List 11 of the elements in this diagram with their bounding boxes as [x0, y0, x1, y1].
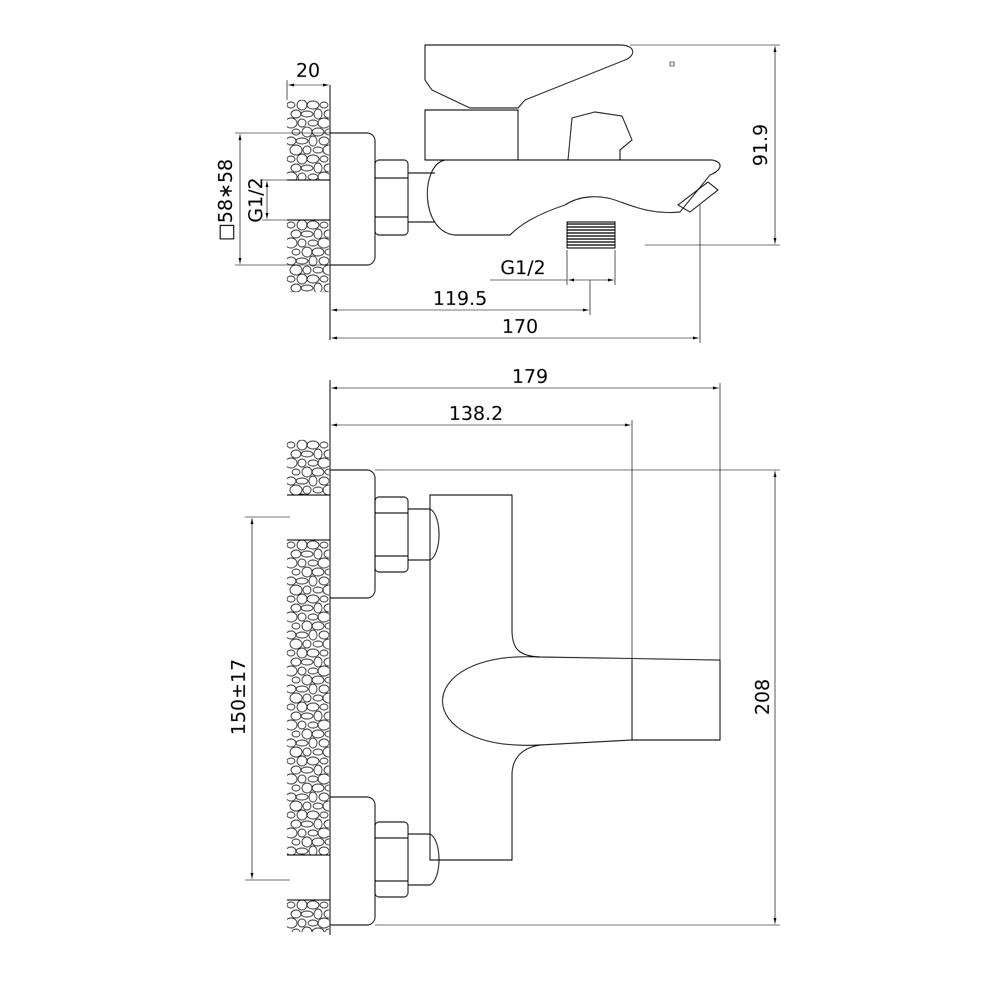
- dimension-label: □58∗58: [218, 160, 234, 240]
- dimension-label: 150±17: [230, 660, 246, 734]
- dimension-label: 208: [754, 680, 770, 714]
- dimension-label: 170: [504, 318, 537, 334]
- dimension-label: 20: [297, 62, 319, 78]
- dimension-label: G1/2: [501, 260, 544, 276]
- dimension-label: 119.5: [434, 290, 486, 306]
- dimension-label: 91.9: [752, 125, 768, 165]
- dimension-label: 179: [514, 368, 547, 384]
- dimension-label: 138.2: [450, 406, 502, 420]
- dimension-label: G1/2: [248, 179, 264, 222]
